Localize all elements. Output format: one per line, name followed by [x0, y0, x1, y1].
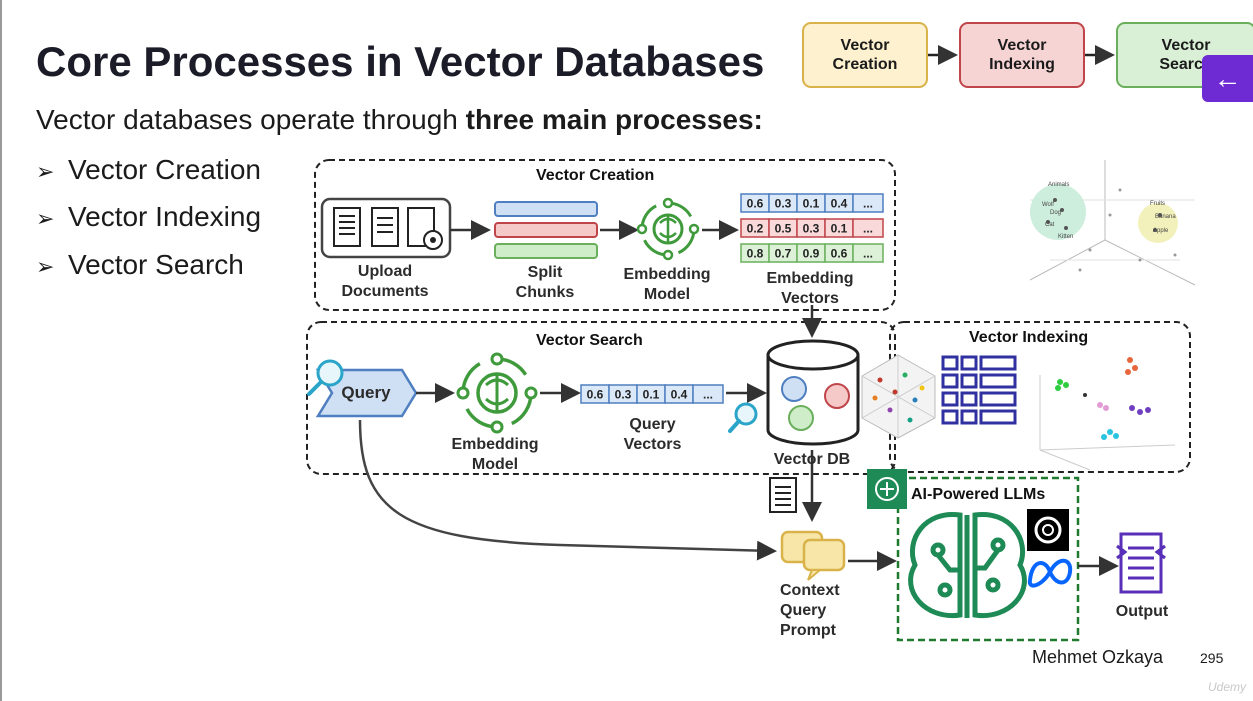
query-vectors-label: Query Vectors: [623, 416, 682, 453]
slide-subtitle: Vector databases operate through three m…: [36, 104, 763, 136]
query-vector-grid: 0.6 0.3 0.1 0.4...: [580, 384, 724, 404]
bullet-item: ➢ Vector Indexing: [36, 201, 261, 233]
scatter-label: Fruits: [1150, 201, 1165, 207]
vector-value: ...: [863, 247, 873, 261]
vector-value: 0.1: [803, 197, 820, 211]
vector-creation-title: Vector Creation: [536, 167, 655, 184]
vector-value: 0.5: [775, 222, 792, 236]
embedding-vectors-grid: 0.6 0.3 0.1 0.4... 0.2 0.5 0.3 0.1... 0.8 0.7 0.9 0…: [740, 193, 884, 263]
magnifier-icon: [307, 359, 344, 396]
vector-value: ...: [863, 222, 873, 236]
arrow-left-icon: ←: [1213, 62, 1242, 94]
scatter-label: Cat: [1045, 222, 1055, 228]
vector-cell: [852, 218, 884, 238]
vector-value: 0.1: [831, 222, 848, 236]
embedding-vectors-label: Embedding Vectors: [766, 270, 854, 307]
vector-cell: [852, 243, 884, 263]
page-number: 295: [1200, 650, 1224, 666]
bullet-arrow-icon: ➢: [36, 206, 55, 231]
vector-db-icon: [766, 339, 860, 446]
flow-step-vector-indexing: Vector Indexing: [959, 22, 1085, 88]
query-tag: [315, 368, 418, 418]
bullet-label: Vector Search: [68, 249, 244, 280]
subtitle-bold-text: three main processes:: [465, 104, 763, 135]
ai-brain-icon: [908, 512, 1027, 619]
chat-bubbles-icon: [780, 530, 846, 581]
output-icon: [1116, 532, 1166, 594]
upload-documents-label: Upload Documents: [341, 263, 429, 300]
llm-group: [896, 476, 1080, 642]
brain-model-icon: [636, 197, 700, 261]
subtitle-text: Vector databases operate through: [36, 104, 466, 135]
scatter-label: Dog: [1050, 210, 1061, 216]
magnifier-icon: [728, 402, 758, 433]
vector-value: 0.3: [615, 388, 632, 402]
scatter-label: Wolf: [1042, 202, 1054, 208]
vector-cell: [852, 193, 884, 213]
embedding-model-label: Embedding Model: [451, 436, 539, 473]
bullet-item: ➢ Vector Creation: [36, 154, 261, 186]
bullet-item: ➢ Vector Search: [36, 249, 244, 281]
vector-cell: [692, 384, 724, 404]
bullet-label: Vector Creation: [68, 154, 261, 185]
bullet-label: Vector Indexing: [68, 201, 262, 232]
author-name: Mehmet Ozkaya: [1032, 647, 1164, 667]
llm-title: AI-Powered LLMs: [911, 486, 1046, 503]
vector-value: 0.6: [831, 247, 848, 261]
scatter-label: Apple: [1153, 228, 1169, 234]
documents-icon: [320, 197, 452, 259]
vector-value: 0.8: [747, 247, 764, 261]
vector-value: 0.9: [803, 247, 820, 261]
flow-step-vector-creation: Vector Creation: [802, 22, 928, 88]
udemy-watermark: Udemy: [1208, 680, 1247, 694]
vector-value: 0.6: [587, 388, 604, 402]
vector-value: 0.6: [747, 197, 764, 211]
slide-title: Core Processes in Vector Databases: [36, 38, 765, 85]
index-scatter-3d: [1039, 357, 1176, 471]
embedding-model-label: Embedding Model: [623, 266, 711, 303]
output-label: Output: [1115, 603, 1169, 620]
query-to-prompt-arrow: [358, 419, 777, 561]
scatter-label: Banana: [1155, 214, 1176, 220]
back-arrow-button[interactable]: ←: [1202, 55, 1253, 102]
llm-service-icon: [867, 469, 907, 509]
vector-value: 0.4: [831, 197, 848, 211]
meta-icon: [1027, 558, 1073, 588]
vector-value: 0.7: [775, 247, 792, 261]
vector-value: 0.3: [775, 197, 792, 211]
vector-value: ...: [703, 388, 713, 402]
scatter-label: Kitten: [1058, 234, 1073, 240]
chunks-icon: [494, 201, 598, 259]
query-label: Query: [341, 383, 391, 402]
vector-value: 0.2: [747, 222, 764, 236]
vector-indexing-title: Vector Indexing: [969, 329, 1089, 346]
vector-value: 0.3: [803, 222, 820, 236]
brain-model-icon: [456, 352, 538, 434]
context-query-prompt-label: Context Query Prompt: [780, 582, 840, 639]
scatter-label: Animals: [1048, 182, 1069, 188]
openai-icon: [1027, 509, 1069, 551]
embedding-space-plot: Animals Wolf Dog Cat Kitten Fruits Banan…: [1029, 160, 1196, 286]
document-icon: [769, 477, 797, 513]
vector-db-label: Vector DB: [773, 451, 851, 468]
split-chunks-label: Split Chunks: [515, 264, 575, 301]
index-table-icon: [941, 355, 1017, 425]
bullet-arrow-icon: ➢: [36, 254, 55, 279]
bullet-arrow-icon: ➢: [36, 159, 55, 184]
vector-value: 0.4: [671, 388, 688, 402]
vector-search-title: Vector Search: [536, 332, 643, 349]
vector-value: ...: [863, 197, 873, 211]
index-cube-icon: [861, 354, 936, 439]
vector-creation-group: [314, 159, 896, 311]
vector-value: 0.1: [643, 388, 660, 402]
